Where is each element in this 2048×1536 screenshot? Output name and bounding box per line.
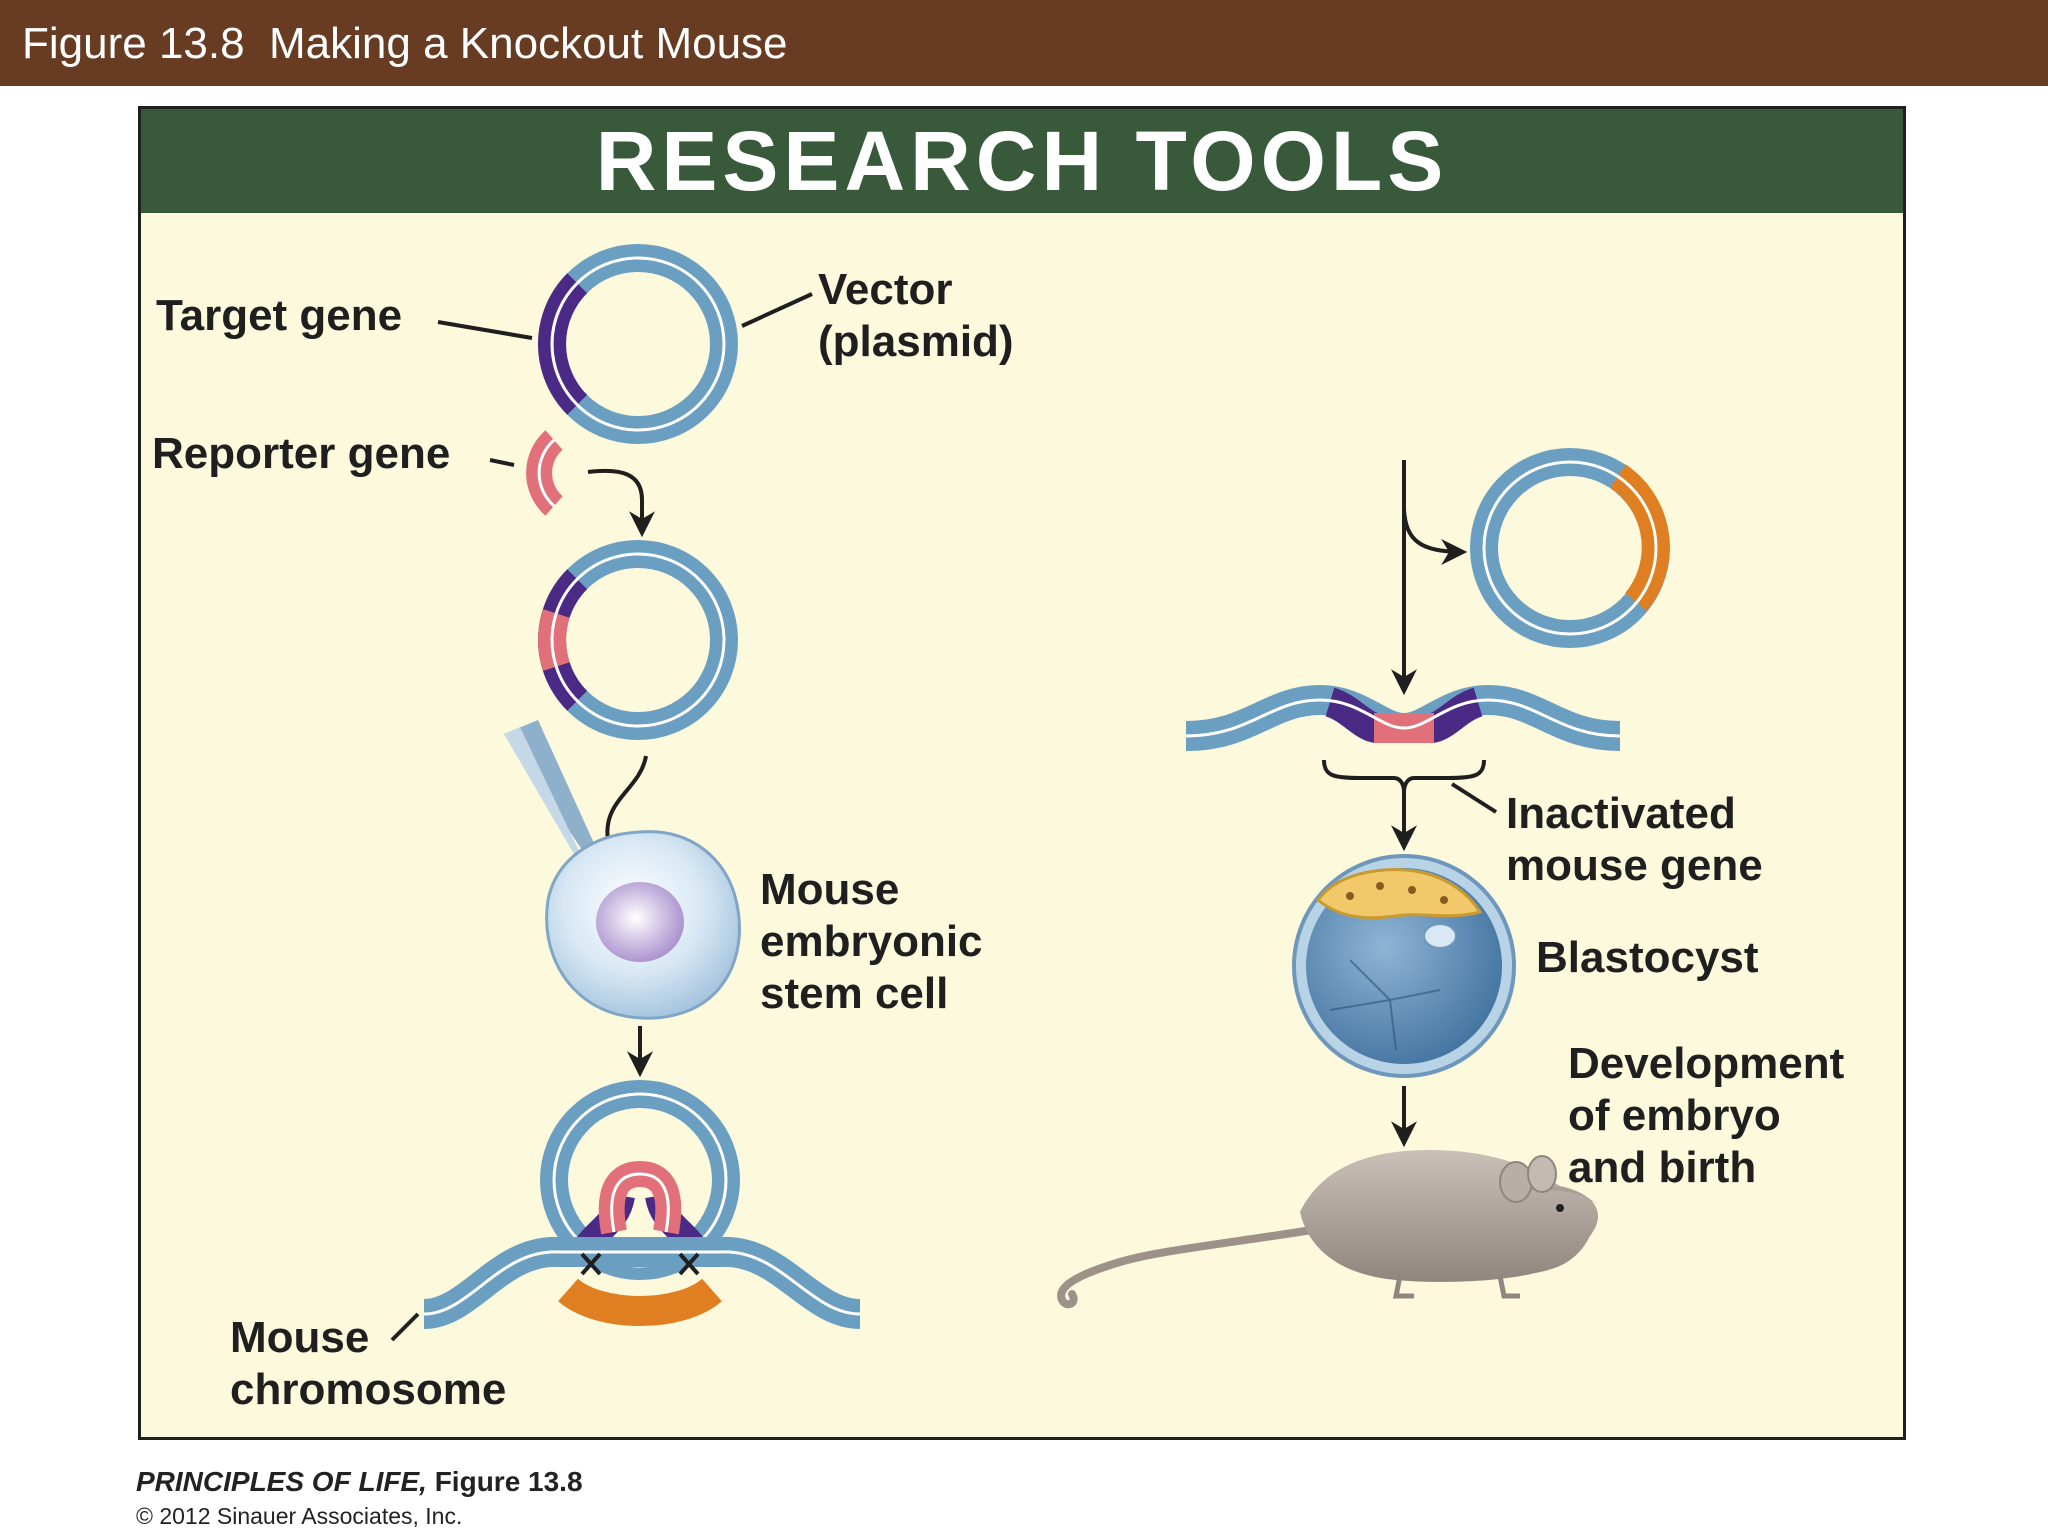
vector-plasmid (538, 244, 738, 444)
chromosome-target-gene (558, 1277, 722, 1326)
panel-title: RESEARCH TOOLS (595, 114, 1449, 208)
development-label-line2: of embryo (1568, 1091, 1781, 1140)
embryonic-stem-cell (545, 830, 741, 1020)
inactivated-gene-label-line2: mouse gene (1506, 841, 1763, 890)
development-label-line3: and birth (1568, 1143, 1757, 1192)
research-tools-panel: RESEARCH TOOLS (138, 106, 1906, 1440)
target-gene-label: Target gene (156, 291, 403, 340)
development-label-line1: Development (1568, 1039, 1845, 1088)
figure-credit: PRINCIPLES OF LIFE, Figure 13.8 (136, 1466, 583, 1498)
inactivated-gene-label-line1: Inactivated (1506, 789, 1736, 838)
stem-cell-label-line2: embryonic (760, 917, 983, 966)
chromosome-label-line2: chromosome (230, 1365, 507, 1414)
blastocyst (1292, 854, 1516, 1078)
recombinant-plasmid (538, 540, 738, 740)
modified-chromosome (1185, 684, 1621, 751)
slide-title: Figure 13.8 Making a Knockout Mouse (22, 19, 788, 68)
reporter-gene-label: Reporter gene (152, 429, 451, 478)
vector-label-line2: (plasmid) (818, 317, 1014, 366)
mouse-chromosome (422, 1236, 862, 1329)
book-title: PRINCIPLES OF LIFE, (136, 1466, 427, 1497)
title-bar: Figure 13.8 Making a Knockout Mouse (0, 0, 2048, 86)
copyright-notice: © 2012 Sinauer Associates, Inc. (136, 1503, 463, 1529)
knockout-mouse-illustration (1057, 1150, 1600, 1309)
stem-cell-label-line1: Mouse (760, 865, 900, 914)
cell-nucleus (596, 882, 684, 962)
excised-plasmid (1470, 448, 1670, 648)
vector-label-line1: Vector (818, 265, 953, 314)
stem-cell-label-line3: stem cell (760, 969, 949, 1018)
reporter-gene-fragment (526, 430, 564, 516)
chromosome-label-line1: Mouse (230, 1313, 370, 1362)
figure-number: Figure 13.8 (426, 1466, 583, 1497)
panel-header: RESEARCH TOOLS (141, 109, 1903, 213)
blastocyst-label: Blastocyst (1536, 933, 1759, 982)
crossover-marks (580, 1252, 700, 1276)
